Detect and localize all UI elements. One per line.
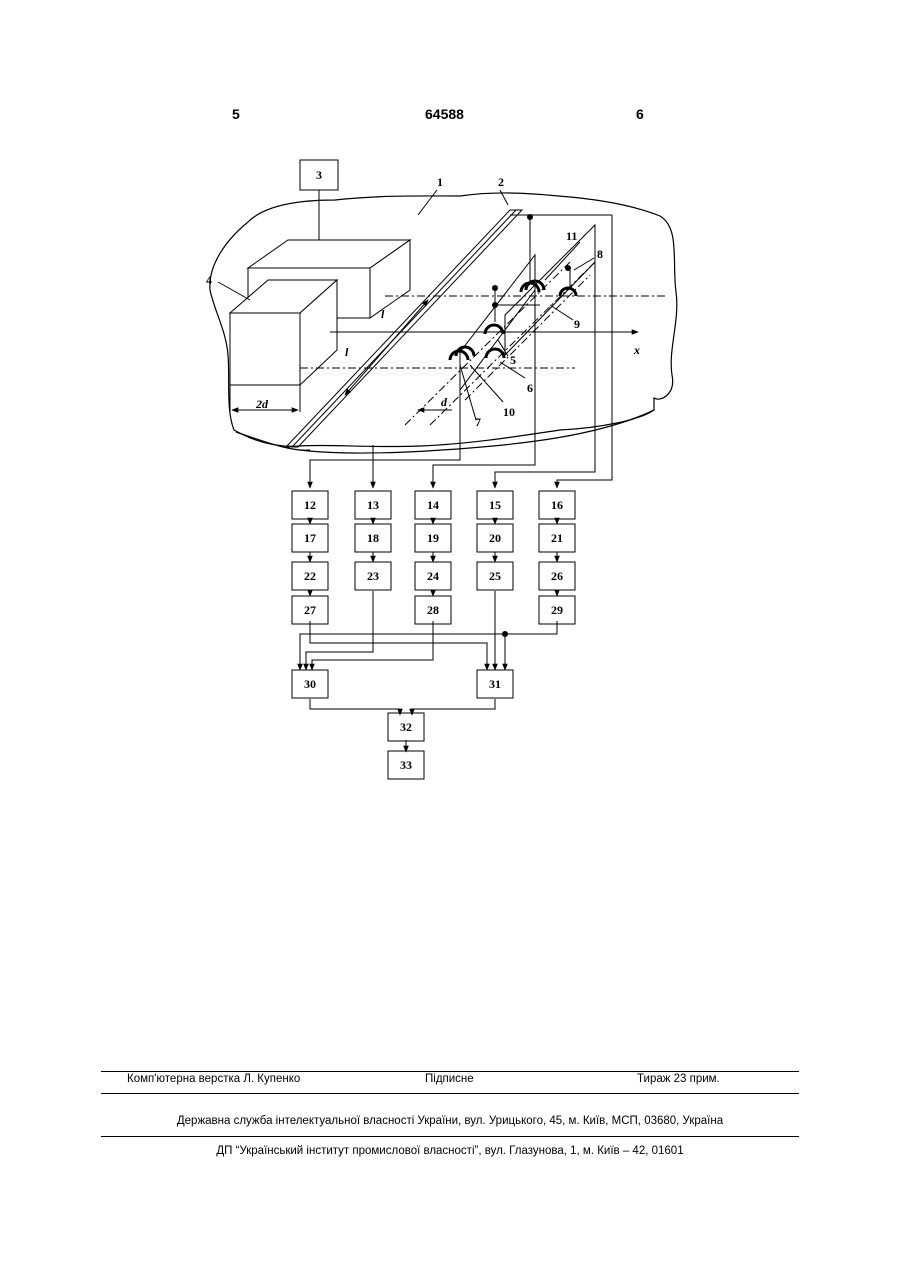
block-20: 20 [477,524,513,552]
svg-text:18: 18 [367,531,379,545]
svg-text:29: 29 [551,603,563,617]
block-30: 30 [292,670,328,698]
block-25: 25 [477,562,513,590]
footer-rule-1 [101,1071,799,1072]
axis-x-label: x [633,343,640,357]
label-11: 11 [566,229,577,243]
svg-text:31: 31 [489,677,501,691]
svg-text:21: 21 [551,531,563,545]
svg-text:23: 23 [367,569,379,583]
label-5: 5 [510,353,516,367]
block-18: 18 [355,524,391,552]
sensor-frames [460,215,612,390]
svg-text:17: 17 [304,531,316,545]
block-21: 21 [539,524,575,552]
patent-figure: 3 [0,0,901,800]
footer-signed: Підписне [425,1073,474,1085]
footer-institute: ДП “Український інститут промислової вла… [101,1145,799,1157]
block-19: 19 [415,524,451,552]
svg-text:33: 33 [400,758,412,772]
label-6: 6 [527,381,533,395]
footer-rule-2 [101,1093,799,1094]
block-24: 24 [415,562,451,590]
block-17: 17 [292,524,328,552]
part-4-box [230,280,337,412]
footer-rule-3 [101,1136,799,1137]
label-1: 1 [437,175,443,189]
label-4: 4 [206,273,212,287]
svg-text:22: 22 [304,569,316,583]
svg-text:13: 13 [367,498,379,512]
block-26: 26 [539,562,575,590]
svg-text:28: 28 [427,603,439,617]
block-27: 27 [292,596,328,624]
block-14: 14 [415,491,451,519]
svg-text:14: 14 [427,498,439,512]
block-32: 32 [388,713,424,741]
svg-text:15: 15 [489,498,501,512]
svg-text:27: 27 [304,603,316,617]
footer-agency: Державна служба інтелектуальної власност… [101,1115,799,1127]
svg-text:30: 30 [304,677,316,691]
block-3: 3 [300,160,338,190]
block-29: 29 [539,596,575,624]
svg-text:32: 32 [400,720,412,734]
dim-d: d [441,395,448,409]
block-15: 15 [477,491,513,519]
dim-2d: 2d [255,397,269,411]
label-8: 8 [597,247,603,261]
label-2: 2 [498,175,504,189]
svg-text:20: 20 [489,531,501,545]
block-13: 13 [355,491,391,519]
block-28: 28 [415,596,451,624]
block-33: 33 [388,751,424,779]
svg-text:16: 16 [551,498,563,512]
label-7: 7 [475,415,481,429]
block-22: 22 [292,562,328,590]
svg-text:19: 19 [427,531,439,545]
footer-circulation: Тираж 23 прим. [637,1073,720,1085]
coil-sensors [450,281,576,360]
block-16: 16 [539,491,575,519]
dim-l-lower: l [345,345,349,359]
svg-text:25: 25 [489,569,501,583]
block-12: 12 [292,491,328,519]
svg-text:24: 24 [427,569,439,583]
block-23: 23 [355,562,391,590]
label-10: 10 [503,405,515,419]
svg-text:26: 26 [551,569,563,583]
label-9: 9 [574,317,580,331]
svg-text:3: 3 [316,168,322,182]
block-31: 31 [477,670,513,698]
svg-text:12: 12 [304,498,316,512]
dim-l-upper: l [381,307,385,321]
footer-typesetting: Комп'ютерна верстка Л. Купенко [127,1073,300,1085]
